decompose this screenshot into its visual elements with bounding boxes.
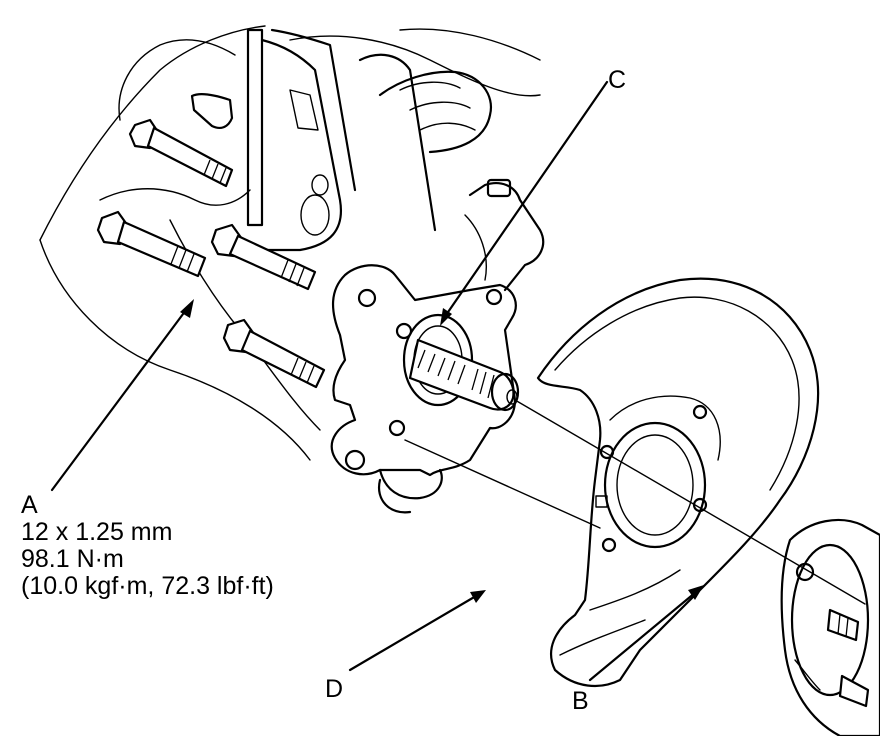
spec-a-torque-alt: (10.0 kgf·m, 72.3 lbf·ft): [21, 572, 274, 600]
flange-bolt-upper-front: [210, 223, 317, 291]
assembly-axis-line-2: [404, 439, 601, 529]
spec-a-torque-nm: 98.1 N·m: [21, 545, 124, 573]
leader-c: [440, 80, 609, 326]
leader-a: [50, 299, 194, 492]
drive-shaft-boot: [358, 53, 493, 232]
assembly-axis-line: [514, 399, 866, 605]
spec-a: 12 x 1.25 mm 98.1 N·m (10.0 kgf·m, 72.3 …: [21, 519, 274, 600]
label-d: D: [325, 675, 344, 703]
spindle: [408, 338, 520, 412]
label-c: C: [608, 66, 627, 94]
wheel-hub: [780, 518, 880, 736]
direction-arrow-d: [348, 590, 486, 672]
flange-bolt-upper-rear: [128, 118, 234, 188]
steering-knuckle: [330, 178, 545, 514]
splash-shield: [536, 277, 820, 687]
flange-bolt-lower-front: [222, 318, 326, 389]
spec-a-size: 12 x 1.25 mm: [21, 518, 173, 546]
leader-b: [588, 585, 704, 682]
flange-bolt-lower-rear: [96, 210, 207, 278]
strut: [190, 28, 357, 252]
label-b: B: [572, 687, 589, 715]
label-a: A: [21, 491, 38, 519]
